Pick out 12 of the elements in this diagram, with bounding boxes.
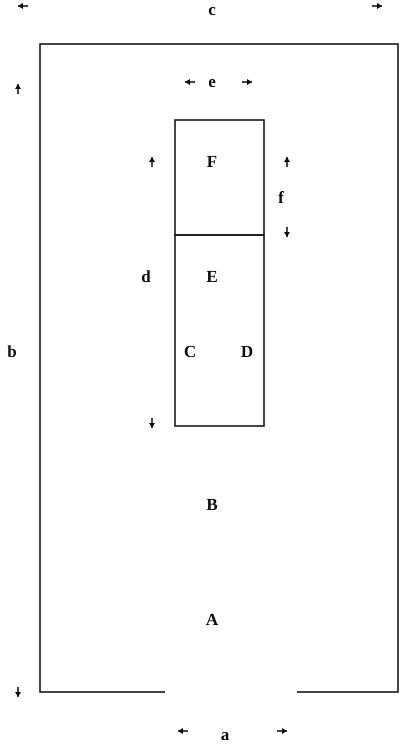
dimension-label: a — [220, 726, 230, 744]
dimension-label: c — [208, 1, 216, 19]
dimension-label: d — [141, 268, 151, 286]
room-letter: B — [206, 496, 218, 514]
room-letter: E — [206, 268, 218, 286]
dimension-label: e — [208, 73, 216, 91]
dimension-label: b — [7, 343, 17, 361]
room-letter: A — [206, 611, 218, 629]
dimension-label: f — [278, 189, 284, 207]
room-letter: C — [184, 343, 196, 361]
room-letter: F — [206, 153, 218, 171]
room-letter: D — [240, 343, 254, 361]
